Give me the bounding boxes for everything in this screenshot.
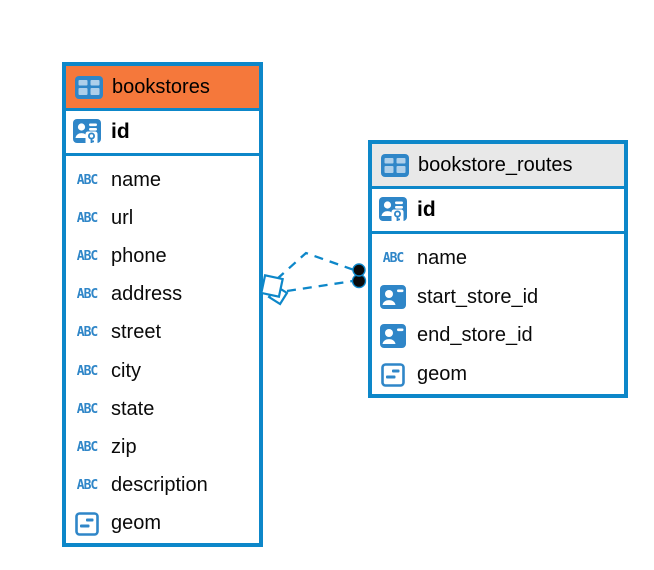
geometry-type-icon bbox=[72, 511, 102, 536]
column-row[interactable]: ABC zip bbox=[66, 428, 259, 466]
column-row[interactable]: start_store_id bbox=[372, 278, 624, 317]
column-name: description bbox=[111, 474, 208, 497]
text-type-icon: ABC bbox=[76, 172, 99, 188]
column-row[interactable]: ABC state bbox=[66, 390, 259, 428]
column-name: name bbox=[111, 168, 162, 191]
text-type-icon: ABC bbox=[76, 286, 99, 303]
table-title: bookstores bbox=[112, 75, 210, 98]
column-row[interactable]: ABC city bbox=[66, 352, 259, 390]
column-row-id[interactable]: id bbox=[372, 189, 624, 234]
relation-bookstores-to-routes[interactable] bbox=[260, 251, 367, 306]
column-row[interactable]: ABC name bbox=[372, 239, 624, 278]
text-type-icon: ABC bbox=[76, 477, 99, 494]
column-name: id bbox=[111, 120, 130, 143]
column-name: city bbox=[111, 359, 141, 382]
primary-key-icon bbox=[378, 197, 408, 223]
table-icon bbox=[75, 75, 103, 99]
table-header-bookstore-routes[interactable]: bookstore_routes bbox=[372, 144, 624, 189]
table-icon bbox=[381, 153, 409, 177]
column-name: geom bbox=[417, 363, 468, 386]
text-type-icon: ABC bbox=[76, 439, 99, 456]
column-name: phone bbox=[111, 244, 167, 267]
text-type-icon: ABC bbox=[76, 363, 99, 379]
text-type-icon: ABC bbox=[76, 324, 99, 341]
column-row[interactable]: ABC street bbox=[66, 314, 259, 352]
table-header-bookstores[interactable]: bookstores bbox=[66, 66, 259, 111]
column-name: state bbox=[111, 397, 155, 420]
columns-list: ABC name ABC url ABC phone ABC address A… bbox=[66, 156, 259, 543]
table-bookstores[interactable]: bookstores id ABC bbox=[62, 62, 263, 547]
text-type-icon: ABC bbox=[382, 250, 405, 267]
many-side-dot-marker bbox=[351, 263, 367, 289]
reference-type-icon bbox=[378, 323, 408, 348]
one-side-diamond-marker bbox=[260, 274, 289, 306]
column-name: street bbox=[111, 321, 162, 344]
columns-list: ABC name start_store_id bbox=[372, 234, 624, 394]
column-name: name bbox=[417, 246, 468, 269]
column-row[interactable]: ABC phone bbox=[66, 237, 259, 275]
geometry-type-icon bbox=[378, 362, 408, 387]
primary-key-icon bbox=[72, 119, 102, 145]
column-name: url bbox=[111, 206, 134, 229]
column-name: end_store_id bbox=[417, 324, 533, 347]
table-bookstore-routes[interactable]: bookstore_routes id ABC bbox=[368, 140, 628, 399]
column-name: zip bbox=[111, 435, 137, 458]
table-title: bookstore_routes bbox=[418, 153, 573, 176]
text-type-icon: ABC bbox=[76, 248, 99, 265]
text-type-icon: ABC bbox=[76, 401, 99, 418]
column-row[interactable]: end_store_id bbox=[372, 317, 624, 356]
column-row[interactable]: geom bbox=[372, 355, 624, 394]
column-row[interactable]: ABC url bbox=[66, 199, 259, 237]
column-row[interactable]: ABC description bbox=[66, 467, 259, 505]
column-name: address bbox=[111, 283, 183, 306]
reference-type-icon bbox=[378, 285, 408, 310]
column-row-id[interactable]: id bbox=[66, 111, 259, 156]
column-row[interactable]: geom bbox=[66, 505, 259, 543]
column-row[interactable]: ABC name bbox=[66, 161, 259, 199]
column-row[interactable]: ABC address bbox=[66, 276, 259, 314]
column-name: start_store_id bbox=[417, 285, 539, 308]
text-type-icon: ABC bbox=[76, 210, 99, 227]
column-name: id bbox=[417, 198, 436, 221]
column-name: geom bbox=[111, 512, 162, 535]
